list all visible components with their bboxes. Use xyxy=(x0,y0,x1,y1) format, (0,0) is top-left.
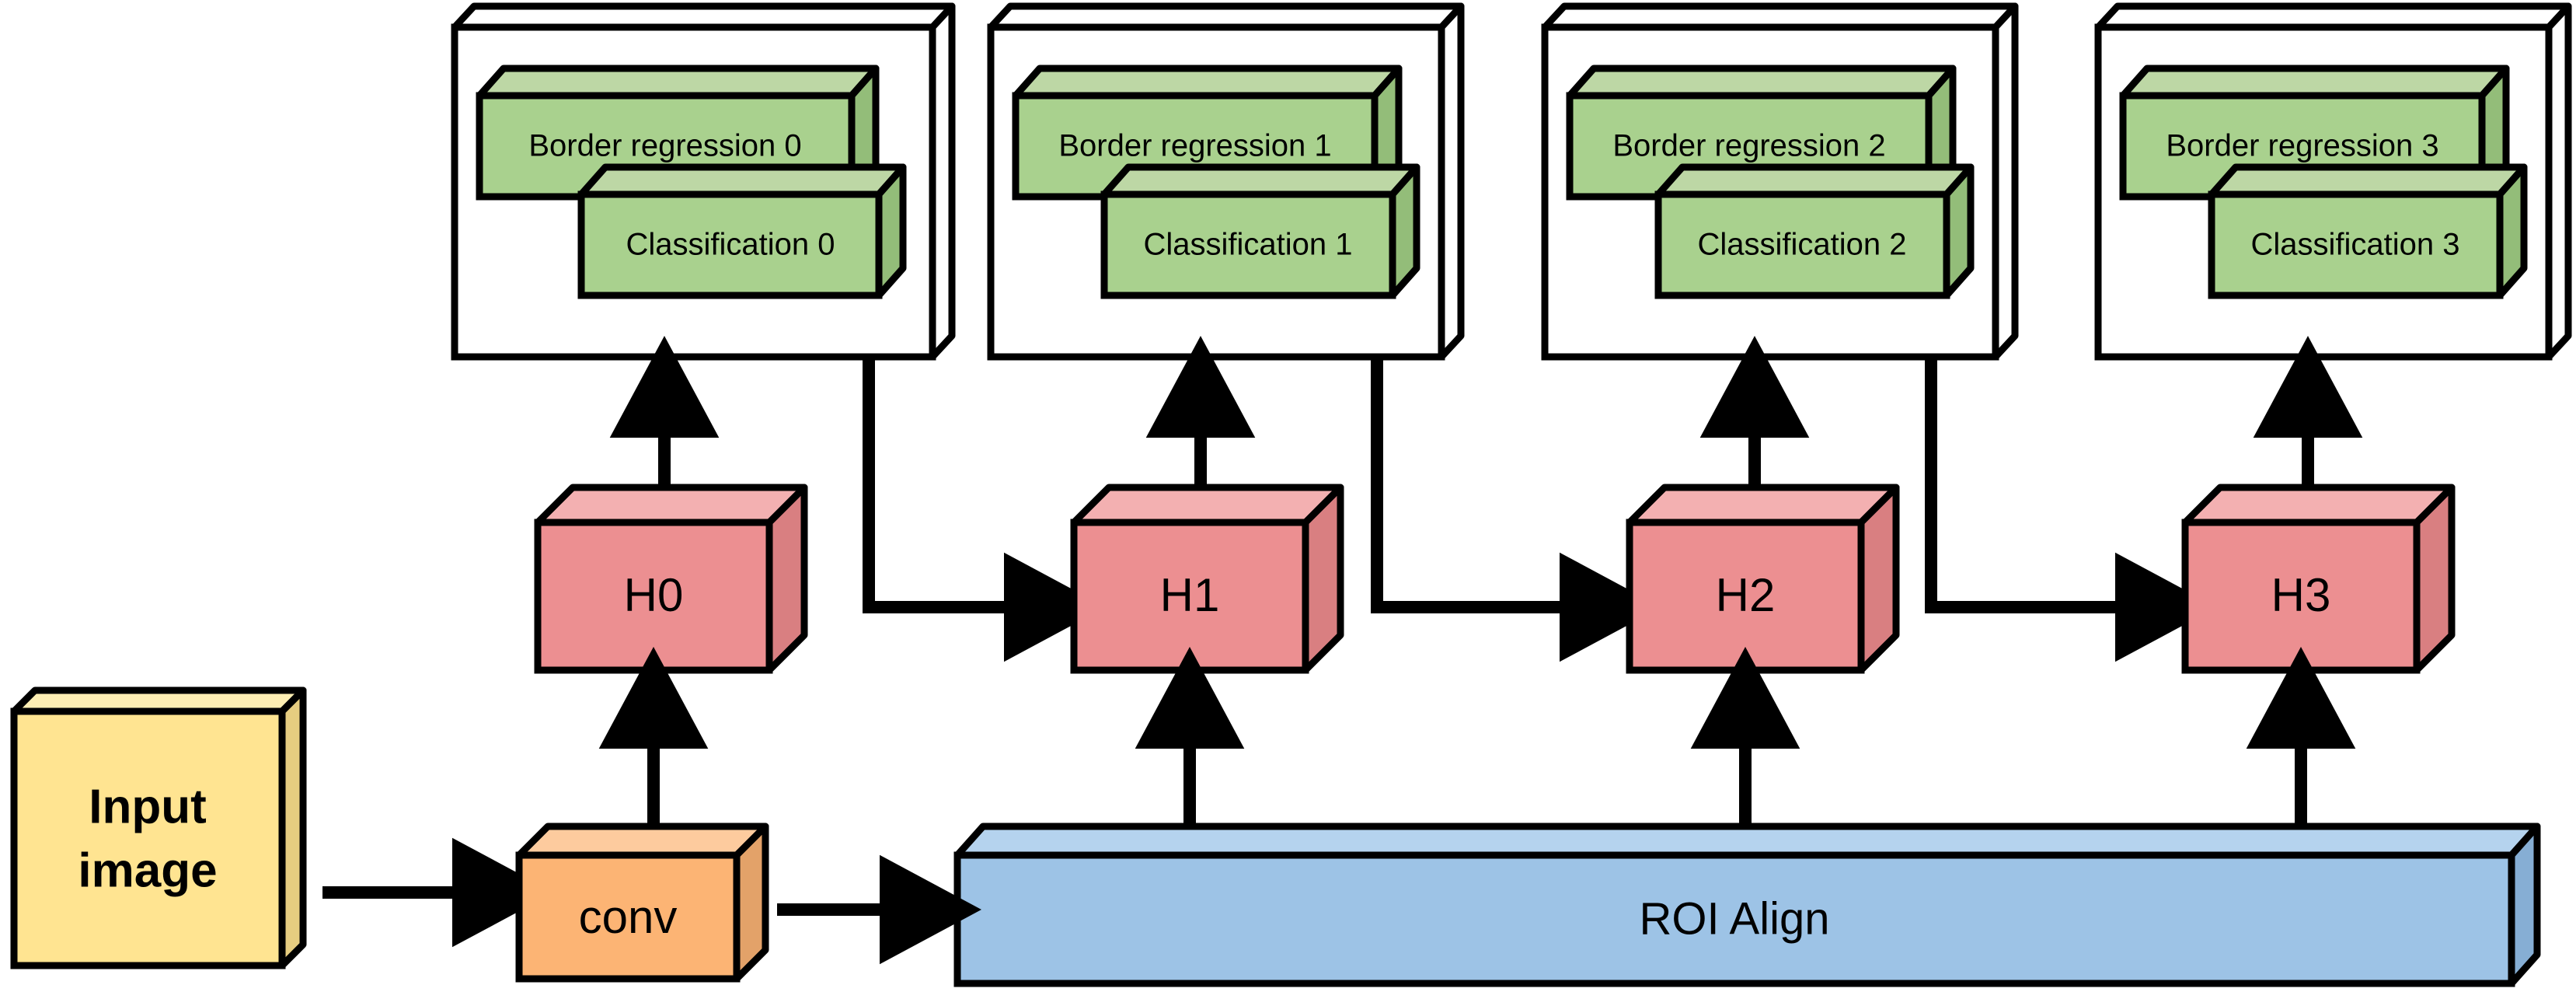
classification-box-1[interactable]: Classification 1 xyxy=(1100,163,1420,299)
border-regression-label-3: Border regression 3 xyxy=(2166,129,2438,163)
classification-box-0[interactable]: Classification 0 xyxy=(577,163,907,299)
input-image-box[interactable]: Input image xyxy=(10,686,307,969)
classification-label-1: Classification 1 xyxy=(1143,228,1352,262)
head-label-h1: H1 xyxy=(1160,569,1220,621)
classification-label-2: Classification 2 xyxy=(1697,228,1906,262)
border-regression-label-1: Border regression 1 xyxy=(1058,129,1331,163)
head-box-h3[interactable]: H3 xyxy=(2181,484,2456,674)
input-image-label-line1: Input xyxy=(89,780,207,833)
border-regression-label-2: Border regression 2 xyxy=(1612,129,1885,163)
connector-stage2-to-head3 xyxy=(1925,357,2218,662)
head-box-h1[interactable]: H1 xyxy=(1070,484,1344,674)
conv-box[interactable]: conv xyxy=(515,823,769,983)
head-label-h3: H3 xyxy=(2271,569,2331,621)
head-label-h2: H2 xyxy=(1716,569,1776,621)
head-label-h0: H0 xyxy=(624,569,684,621)
classification-box-2[interactable]: Classification 2 xyxy=(1654,163,1975,299)
classification-box-3[interactable]: Classification 3 xyxy=(2208,163,2528,299)
roi-align-label: ROI Align xyxy=(1640,893,1830,944)
input-image-label-line2: image xyxy=(78,844,217,897)
conv-label: conv xyxy=(579,891,678,943)
connector-stage1-to-head2 xyxy=(1371,357,1662,662)
head-box-h0[interactable]: H0 xyxy=(534,484,808,674)
roi-align-bar[interactable]: ROI Align xyxy=(953,823,2541,987)
head-box-h2[interactable]: H2 xyxy=(1626,484,1900,674)
classification-label-3: Classification 3 xyxy=(2250,228,2459,262)
connector-stage0-to-head1 xyxy=(863,357,1107,662)
classification-label-0: Classification 0 xyxy=(626,228,835,262)
border-regression-label-0: Border regression 0 xyxy=(528,129,801,163)
